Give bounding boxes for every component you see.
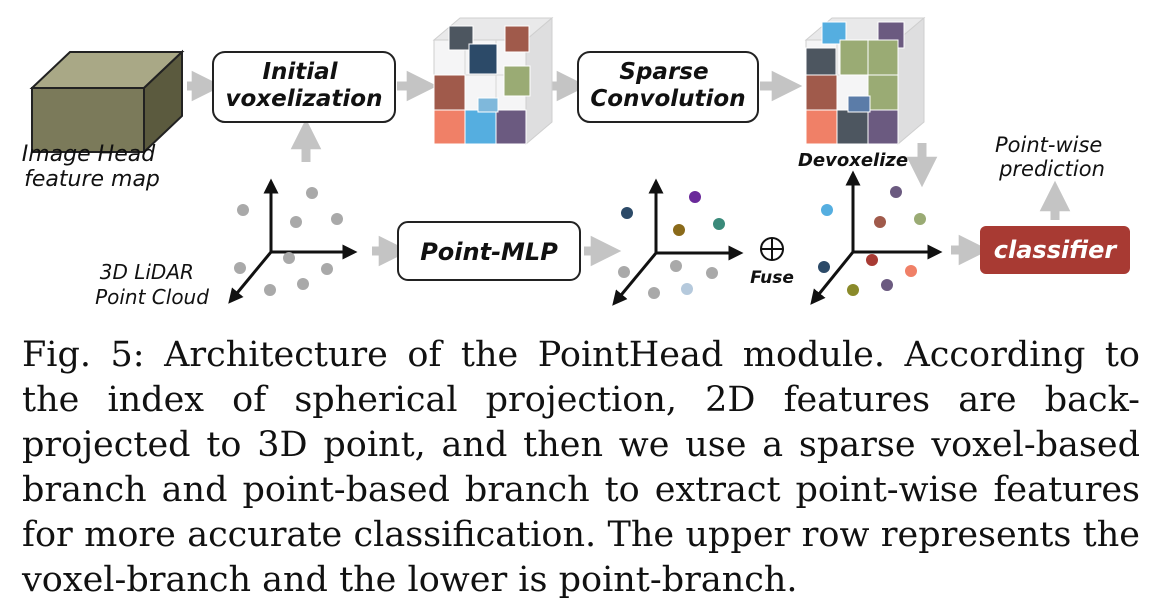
lidar-point (321, 263, 333, 275)
initial-voxelization-line2: voxelization (226, 86, 383, 112)
point-mlp-box (397, 221, 581, 281)
devoxelize-label: Devoxelize (798, 150, 908, 171)
pointhead-diagram: Image Head feature map Initial voxelizat… (22, 16, 1130, 309)
feature-map-box (29, 49, 185, 155)
image-head-label-line2: feature map (24, 167, 160, 192)
feature-point (681, 283, 693, 295)
sparse-convolution-box (577, 51, 759, 123)
feature-point (673, 224, 685, 236)
fused-point (818, 261, 830, 273)
fused-point (914, 213, 926, 225)
fused-axes (810, 170, 943, 305)
lidar-point (290, 216, 302, 228)
fuse-label: Fuse (750, 268, 794, 288)
image-head-label-line1: Image Head (22, 142, 156, 167)
feature-point (670, 260, 682, 272)
voxel-grid-convolved (804, 16, 926, 146)
lidar-label: 3D LiDAR Point Cloud (95, 260, 209, 309)
fused-point (905, 265, 917, 277)
classifier-label: classifier (994, 236, 1119, 264)
fused-point (890, 186, 902, 198)
fuse-icon (760, 237, 784, 261)
lidar-label-line2: Point Cloud (95, 285, 209, 309)
lidar-points (234, 187, 343, 296)
lidar-label-line1: 3D LiDAR (100, 260, 194, 284)
voxel-grid-initial (432, 16, 554, 146)
lidar-point (306, 187, 318, 199)
feature-point (706, 267, 718, 279)
lidar-point (234, 262, 246, 274)
classifier-box (980, 226, 1130, 274)
sparse-convolution-line2: Convolution (590, 86, 745, 112)
point-mlp-label: Point-MLP (420, 238, 558, 266)
initial-voxelization-label: Initial voxelization (226, 59, 383, 112)
feature-point (713, 218, 725, 230)
lidar-point (297, 278, 309, 290)
feature-point (689, 191, 701, 203)
pointwise-prediction-label: Point-wise prediction (995, 133, 1109, 181)
lidar-axes (228, 178, 358, 304)
figure-caption: Fig. 5: Architecture of the PointHead mo… (22, 335, 1140, 600)
fused-points (818, 186, 926, 296)
sparse-convolution-label: Sparse Convolution (590, 59, 745, 112)
lidar-point (331, 213, 343, 225)
sparse-convolution-line1: Sparse (619, 59, 708, 85)
fused-point (847, 284, 859, 296)
point-feature-points (618, 191, 725, 299)
initial-voxelization-line1: Initial (262, 59, 338, 85)
feature-point (618, 266, 630, 278)
point-feature-axes (612, 178, 744, 306)
image-head-label: Image Head feature map (22, 142, 162, 192)
initial-voxelization-box (212, 51, 396, 123)
pointwise-prediction-line1: Point-wise (995, 133, 1102, 157)
feature-point (621, 207, 633, 219)
fused-point (881, 279, 893, 291)
fused-point (821, 204, 833, 216)
lidar-point (283, 252, 295, 264)
fused-point (866, 254, 878, 266)
pointwise-prediction-line2: prediction (998, 157, 1105, 181)
lidar-point (264, 284, 276, 296)
fused-point (874, 216, 886, 228)
feature-point (648, 287, 660, 299)
lidar-point (237, 204, 249, 216)
